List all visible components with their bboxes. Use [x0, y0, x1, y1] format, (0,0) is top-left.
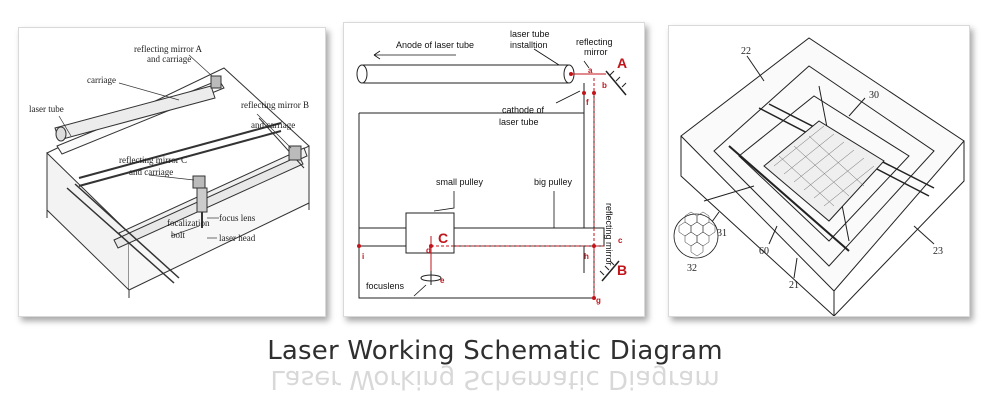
label-mirror-c-1: reflecting mirror C: [119, 155, 187, 165]
label-anode: Anode of laser tube: [396, 40, 474, 50]
point-A: A: [617, 55, 627, 71]
label-small-pulley: small pulley: [436, 177, 484, 187]
point-g: g: [596, 296, 601, 305]
panel-patent-drawing: 22 30 31 32 60 21 23: [668, 25, 970, 317]
label-focalization: focalization: [167, 218, 210, 228]
label-32: 32: [687, 263, 697, 274]
label-21: 21: [789, 280, 799, 291]
point-h: h: [584, 252, 589, 261]
label-60: 60: [759, 246, 769, 257]
label-reflecting-mirror: reflecting mirror: [604, 203, 614, 266]
label-focus-lens: focus lens: [219, 213, 256, 223]
label-laser-tube: laser tube: [29, 104, 64, 114]
label-30: 30: [869, 90, 879, 101]
label-tube-install-2: installtion: [510, 40, 548, 50]
diagram-title-reflection: Laser Working Schematic Diagram: [270, 364, 720, 394]
label-cathode-2: laser tube: [499, 117, 539, 127]
label-bolt: bolt: [171, 230, 186, 240]
point-a: a: [588, 66, 593, 75]
point-i: i: [362, 252, 364, 261]
label-mirror-c-2: and carriage: [129, 167, 173, 177]
label-mirror-a-1: reflecting mirror A: [134, 44, 202, 54]
point-B: B: [617, 262, 627, 278]
label-laser-head: laser head: [219, 233, 256, 243]
diagram-title: Laser Working Schematic Diagram: [267, 336, 723, 366]
point-c: c: [618, 236, 623, 245]
point-d: d: [426, 246, 431, 255]
label-cathode-1: cathode of: [502, 105, 545, 115]
label-23: 23: [933, 246, 943, 257]
label-mirror-b-1: reflecting mirror B: [241, 100, 309, 110]
label-big-pulley: big pulley: [534, 177, 573, 187]
patent-drawing: 22 30 31 32 60 21 23: [673, 37, 965, 316]
point-C: C: [438, 230, 448, 246]
label-mirror-a-2: and carriage: [147, 54, 191, 64]
label-focuslens: focuslens: [366, 281, 405, 291]
point-f: f: [586, 98, 589, 107]
panel-laser-frame-diagram: reflecting mirror A and carriage carriag…: [18, 27, 326, 317]
label-reflecting-2: mirror: [584, 47, 608, 57]
laser-frame-drawing: reflecting mirror A and carriage carriag…: [29, 44, 310, 298]
panel-optical-path-schematic: Anode of laser tube laser tube installti…: [343, 22, 645, 317]
point-e: e: [440, 276, 445, 285]
point-b: b: [602, 81, 607, 90]
label-carriage: carriage: [87, 75, 116, 85]
optical-path-drawing: Anode of laser tube laser tube installti…: [356, 29, 627, 305]
label-22: 22: [741, 46, 751, 57]
label-mirror-b-2: and carriage: [251, 120, 295, 130]
label-reflecting-1: reflecting: [576, 37, 613, 47]
label-31: 31: [717, 228, 727, 239]
label-tube-install-1: laser tube: [510, 29, 550, 39]
